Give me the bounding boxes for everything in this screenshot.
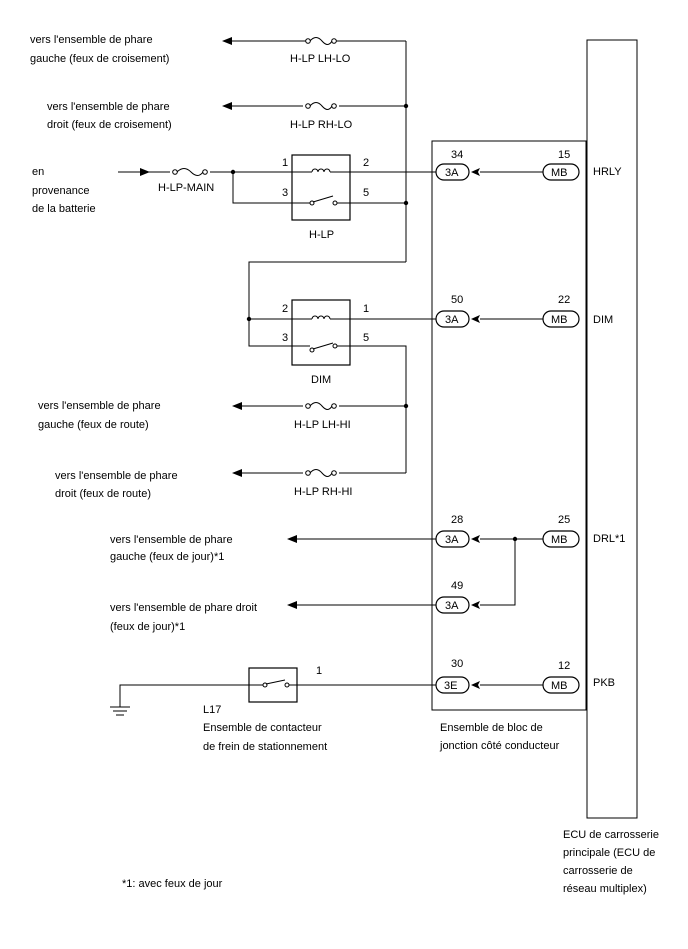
hlp-pin1: 1 <box>282 157 288 169</box>
dest-rh-lo-line1: vers l'ensemble de phare <box>47 101 170 113</box>
lh-lo-circuit: H-LP LH-LO vers l'ensemble de phare gauc… <box>30 34 406 65</box>
dest-lh-lo-line2: gauche (feux de croisement) <box>30 53 169 65</box>
battery-circuit: en provenance de la batterie H-LP-MAIN <box>32 166 292 215</box>
svg-text:3E: 3E <box>444 680 457 692</box>
dest-rh-lo-line2: droit (feux de croisement) <box>47 119 172 131</box>
relay-coil-icon <box>249 315 350 320</box>
ecu-connector-22: MB 22 DIM <box>542 294 613 328</box>
fuse-lh-lo-icon <box>291 36 350 46</box>
switch-pin1: 1 <box>316 665 322 677</box>
svg-text:HRLY: HRLY <box>593 166 622 178</box>
hlp-pin3: 3 <box>282 187 288 199</box>
dest-rh-drl-line2: (feux de jour)*1 <box>110 621 185 633</box>
footnote: *1: avec feux de jour <box>122 878 223 890</box>
dim-pin3: 3 <box>282 332 288 344</box>
dest-lh-hi-line2: gauche (feux de route) <box>38 419 149 431</box>
svg-text:MB: MB <box>551 534 568 546</box>
svg-text:30: 30 <box>451 658 463 670</box>
svg-text:MB: MB <box>551 314 568 326</box>
jb-connector-28: 3A 28 <box>435 514 470 548</box>
fuse-label-rh-hi: H-LP RH-HI <box>294 486 352 498</box>
hlp-pin2: 2 <box>363 157 369 169</box>
hlp-relay-name: H-LP <box>309 229 334 241</box>
ecu-body <box>586 39 638 819</box>
rh-drl-circuit: vers l'ensemble de phare droit (feux de … <box>110 601 436 633</box>
lh-hi-circuit: H-LP LH-HI vers l'ensemble de phare gauc… <box>38 400 406 431</box>
jb-connector-50: 3A 50 <box>435 294 470 328</box>
junction-block-label-line1: Ensemble de bloc de <box>440 722 543 734</box>
dest-rh-hi-line2: droit (feux de route) <box>55 488 151 500</box>
svg-text:12: 12 <box>558 660 570 672</box>
hlp-pin5: 5 <box>363 187 369 199</box>
rh-lo-circuit: H-LP RH-LO vers l'ensemble de phare droi… <box>47 101 406 131</box>
ecu-connector-25: MB 25 DRL*1 <box>542 514 625 548</box>
parking-brake-circuit: 1 L17 Ensemble de contacteur de frein de… <box>110 665 436 753</box>
svg-text:DRL*1: DRL*1 <box>593 533 625 545</box>
svg-text:MB: MB <box>551 680 568 692</box>
dim-pin5: 5 <box>363 332 369 344</box>
svg-text:3A: 3A <box>445 534 459 546</box>
hlp-relay-body <box>291 154 351 221</box>
dim-pin1: 1 <box>363 303 369 315</box>
dest-lh-hi-line1: vers l'ensemble de phare <box>38 400 161 412</box>
switch-name-line1: Ensemble de contacteur <box>203 722 322 734</box>
fuse-label-rh-lo: H-LP RH-LO <box>290 119 353 131</box>
svg-text:3A: 3A <box>445 600 459 612</box>
switch-contact-icon <box>249 679 297 688</box>
relay-coil-icon <box>292 168 350 173</box>
fuse-rh-hi-icon <box>303 468 339 478</box>
fuse-lh-hi-icon <box>303 401 339 411</box>
svg-text:34: 34 <box>451 149 463 161</box>
ecu-label-line3: carrosserie de <box>563 865 633 877</box>
svg-text:3A: 3A <box>445 314 459 326</box>
jb-connector-34: 3A 34 <box>435 149 470 181</box>
dim-relay: 2 1 3 5 DIM <box>249 299 369 386</box>
ground-icon <box>110 706 130 716</box>
junction-block-label-line2: jonction côté conducteur <box>439 740 560 752</box>
svg-text:28: 28 <box>451 514 463 526</box>
svg-text:15: 15 <box>558 149 570 161</box>
ecu-label-line2: principale (ECU de <box>563 847 655 859</box>
fuse-main-icon <box>170 167 210 177</box>
dest-rh-drl-line1: vers l'ensemble de phare droit <box>110 602 257 614</box>
jb-connector-49: 3A 49 <box>435 580 470 614</box>
relay-switch-icon <box>292 342 350 353</box>
lh-drl-circuit: vers l'ensemble de phare gauche (feux de… <box>110 534 436 563</box>
ecu-label-line1: ECU de carrosserie <box>563 829 659 841</box>
dim-pin2: 2 <box>282 303 288 315</box>
dest-lh-drl-line1: vers l'ensemble de phare <box>110 534 233 546</box>
svg-text:MB: MB <box>551 167 568 179</box>
ecu-connector-12: MB 12 PKB <box>542 660 615 694</box>
dest-battery-line2: provenance <box>32 185 90 197</box>
dest-battery-line3: de la batterie <box>32 203 96 215</box>
svg-text:3A: 3A <box>445 167 459 179</box>
svg-text:DIM: DIM <box>593 314 613 326</box>
ecu-label-line4: réseau multiplex) <box>563 883 647 895</box>
svg-text:25: 25 <box>558 514 570 526</box>
relay-switch-icon <box>292 195 350 206</box>
dim-relay-name: DIM <box>311 374 331 386</box>
dest-rh-hi-line1: vers l'ensemble de phare <box>55 470 178 482</box>
fuse-label-lh-hi: H-LP LH-HI <box>294 419 351 431</box>
jb-connector-30: 3E 30 <box>435 658 470 694</box>
svg-text:49: 49 <box>451 580 463 592</box>
dest-lh-lo-line1: vers l'ensemble de phare <box>30 34 153 46</box>
fuse-label-main: H-LP-MAIN <box>158 182 214 194</box>
svg-text:PKB: PKB <box>593 677 615 689</box>
dim-relay-body <box>291 299 351 366</box>
dest-battery-line1: en <box>32 166 44 178</box>
switch-name-line2: de frein de stationnement <box>203 741 327 753</box>
svg-text:50: 50 <box>451 294 463 306</box>
switch-code: L17 <box>203 704 221 716</box>
dest-lh-drl-line2: gauche (feux de jour)*1 <box>110 551 224 563</box>
jb-arrow-heads <box>471 168 480 689</box>
fuse-label-lh-lo: H-LP LH-LO <box>290 53 351 65</box>
hlp-relay: 1 2 3 5 H-LP <box>282 154 369 241</box>
rh-hi-circuit: H-LP RH-HI vers l'ensemble de phare droi… <box>55 468 406 500</box>
svg-text:22: 22 <box>558 294 570 306</box>
fuse-rh-lo-icon <box>303 101 339 111</box>
ecu-connector-15: MB 15 HRLY <box>542 149 622 181</box>
junction-block-body <box>431 140 587 711</box>
